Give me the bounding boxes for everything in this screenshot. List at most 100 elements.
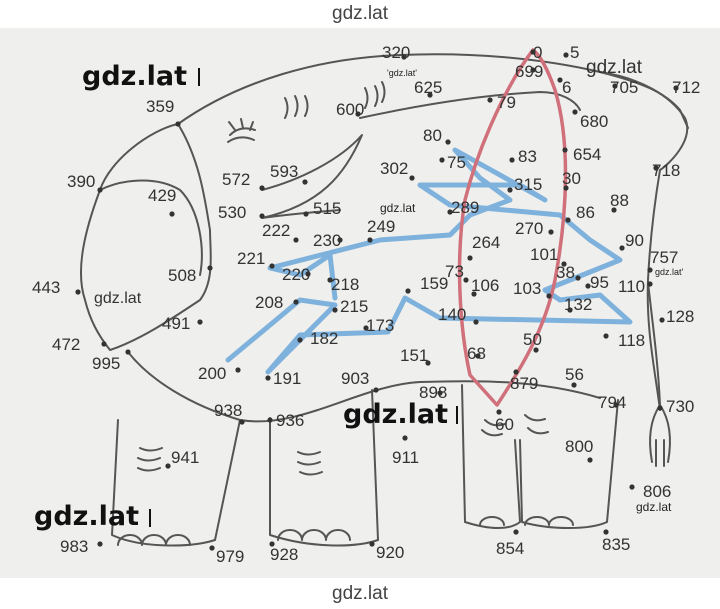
dot-number: 101 [530, 245, 558, 264]
dot-number: 600 [336, 100, 364, 119]
dot-number: 593 [270, 162, 298, 181]
dot-0: 0 [530, 43, 542, 62]
dot-515: 515 [303, 199, 341, 218]
dot-marker [612, 83, 618, 89]
dot-marker [613, 402, 619, 408]
red-traced-lines [457, 48, 568, 407]
dot-number: 222 [262, 221, 290, 240]
dot-191: 191 [265, 369, 301, 388]
dot-491: 491 [162, 314, 203, 333]
dot-marker [259, 213, 265, 219]
elephant-outline [79, 53, 689, 547]
dot-number: 289 [451, 198, 479, 217]
dot-number: 938 [214, 401, 242, 420]
dot-number: 38 [556, 263, 575, 282]
watermark-big-3: gdz.lat [34, 501, 139, 532]
head-top-outline [599, 71, 689, 411]
front-leg-left [461, 384, 521, 529]
dot-marker [235, 367, 241, 373]
dot-marker [563, 185, 569, 191]
dot-number: 159 [420, 274, 448, 293]
back-outline [177, 53, 689, 129]
dot-699: 699 [515, 62, 543, 81]
dot-marker [355, 111, 361, 117]
dot-920: 920 [369, 541, 404, 562]
dot-730: 730 [657, 397, 694, 416]
dot-marker [97, 541, 103, 547]
dot-718: 718 [652, 161, 680, 180]
watermark-tiny-1: 'gdz.lat' [387, 68, 417, 78]
dot-marker [367, 237, 373, 243]
dot-249: 249 [367, 217, 395, 243]
dot-983: 983 [60, 537, 103, 556]
dot-173: 173 [363, 316, 394, 335]
dot-68: 68 [467, 344, 486, 363]
dot-806: 806 [629, 482, 671, 501]
dot-marker [332, 307, 338, 313]
dot-marker [293, 299, 299, 305]
dot-110: 110 [618, 277, 653, 296]
dot-marker [463, 277, 469, 283]
dot-182: 182 [297, 329, 338, 348]
dot-marker [305, 271, 311, 277]
dot-number: 73 [445, 262, 464, 281]
foot-arcs-front [479, 516, 574, 526]
dot-number: 515 [313, 199, 341, 218]
dot-128: 128 [659, 307, 694, 326]
dot-number: 30 [562, 169, 581, 188]
dot-73: 73 [445, 262, 469, 283]
ear-inner-outline [99, 179, 203, 276]
dot-number: 730 [666, 397, 694, 416]
dot-75: 75 [439, 153, 466, 172]
watermark-big-1: gdz.lat [82, 61, 187, 92]
dot-marker [546, 293, 552, 299]
dot-marker [565, 217, 571, 223]
dot-50: 50 [523, 330, 542, 353]
dot-936: 936 [267, 411, 304, 430]
dot-marker [562, 147, 568, 153]
dot-215: 215 [332, 297, 368, 316]
dot-marker [269, 541, 275, 547]
dot-572: 572 [222, 170, 265, 191]
dot-marker [401, 54, 407, 60]
dot-number: 220 [282, 265, 310, 284]
dot-number: 221 [237, 249, 265, 268]
dot-number: 88 [610, 191, 629, 210]
dot-number: 530 [218, 203, 246, 222]
dot-marker [327, 277, 333, 283]
dot-marker [561, 261, 567, 267]
dot-marker [473, 319, 479, 325]
dot-number: 132 [564, 295, 592, 314]
dot-number: 0 [533, 43, 542, 62]
dot-705: 705 [610, 78, 638, 97]
forehead-ridge [359, 91, 581, 119]
dot-number: 572 [222, 170, 250, 189]
dot-472: 472 [52, 335, 107, 354]
dot-marker [611, 207, 617, 213]
dot-30: 30 [562, 169, 581, 191]
watermark-plain-1: gdz.lat [94, 290, 142, 307]
dot-number: 56 [565, 365, 584, 384]
dot-number: 90 [625, 231, 644, 250]
header-watermark: gdz.lat [332, 3, 388, 24]
dot-marker [673, 85, 679, 91]
dot-320: 320 [382, 43, 410, 62]
dot-number: 928 [270, 545, 298, 564]
dot-marker [575, 275, 581, 281]
watermark-big-2: gdz.lat [343, 399, 448, 430]
dot-marker [363, 325, 369, 331]
dot-number: 705 [610, 78, 638, 97]
dot-79: 79 [487, 93, 516, 112]
dot-106: 106 [471, 276, 499, 297]
dot-marker [125, 349, 131, 355]
dot-83: 83 [509, 147, 537, 166]
dot-number: 654 [573, 145, 601, 164]
dot-600: 600 [336, 100, 364, 119]
dot-number: 60 [495, 415, 514, 434]
dot-number: 103 [513, 279, 541, 298]
dot-number: 429 [148, 186, 176, 205]
dot-number: 86 [576, 203, 595, 222]
dot-200: 200 [198, 364, 241, 383]
dot-number: 491 [162, 314, 190, 333]
watermark-small-1: gdz.lat [380, 201, 416, 215]
